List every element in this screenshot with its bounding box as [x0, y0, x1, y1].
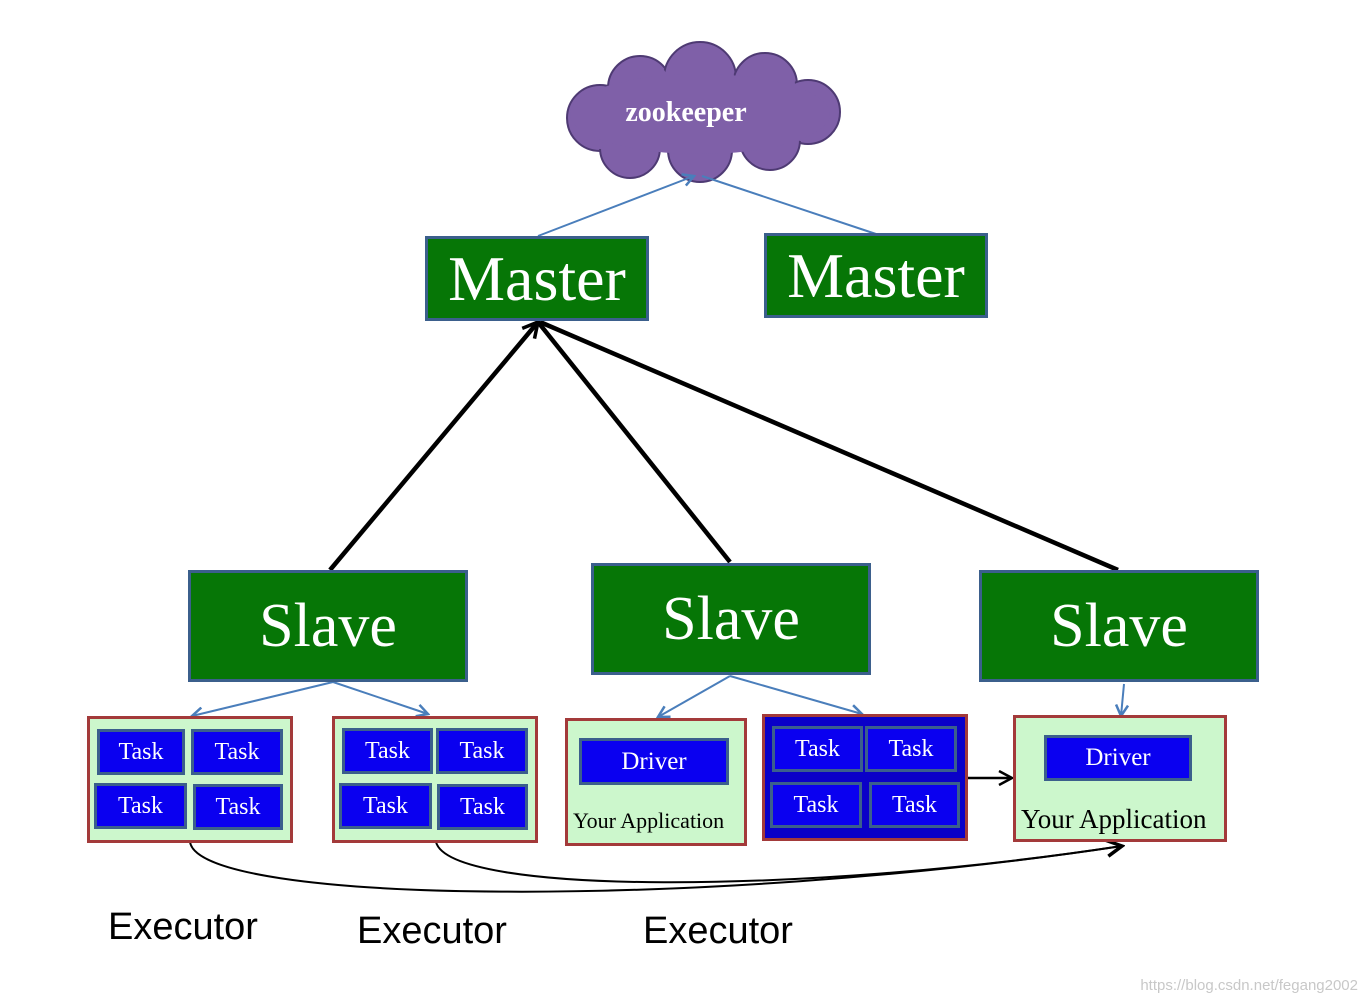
task-block: Task: [342, 728, 433, 774]
task-block: Task: [339, 783, 432, 829]
task-block: Task: [436, 728, 528, 774]
task-block: Task: [191, 729, 283, 775]
executor-caption-3: Executor: [643, 910, 793, 952]
task-block: Task: [97, 729, 185, 775]
slave-label: Slave: [259, 591, 397, 660]
task-block: Task: [193, 784, 283, 830]
executor-caption-1: Executor: [108, 906, 258, 948]
connector-slave3-master: [539, 319, 1119, 573]
master-label: Master: [787, 239, 965, 311]
connector-master1-zookeeper: [537, 176, 694, 237]
executor-1: Task Task Task Task: [87, 716, 293, 843]
connector-slave3-app2: [1121, 683, 1124, 716]
application-2: Driver Your Application: [1013, 715, 1227, 842]
task-block: Task: [770, 782, 862, 828]
master-label: Master: [448, 242, 626, 314]
watermark: https://blog.csdn.net/fegang2002: [1140, 977, 1358, 994]
master-node-1: Master: [425, 236, 649, 321]
connector-slave2-executor3: [729, 675, 862, 714]
task-block: Task: [869, 782, 960, 828]
connector-executor2-app2: [435, 842, 1122, 884]
connector-slave2-app1: [658, 675, 731, 717]
connector-slave1-master: [328, 322, 538, 572]
connector-slave2-master: [536, 320, 732, 564]
executor-caption-2: Executor: [357, 910, 507, 952]
application-label: Your Application: [1021, 804, 1207, 834]
executor-2: Task Task Task Task: [332, 716, 538, 843]
master-node-2: Master: [764, 233, 988, 318]
connector-slave1-executor1: [192, 681, 334, 716]
executor-3: Task Task Task Task: [762, 714, 968, 841]
zookeeper-label: zookeeper: [625, 97, 746, 128]
slave-node-1: Slave: [188, 570, 468, 682]
slave-node-3: Slave: [979, 570, 1259, 682]
zookeeper-cloud: zookeeper: [566, 41, 841, 183]
connector-master2-zookeeper: [701, 175, 877, 235]
slave-label: Slave: [662, 584, 800, 653]
task-block: Task: [94, 783, 187, 829]
connector-slave1-executor2: [332, 681, 428, 714]
task-block: Task: [772, 726, 863, 772]
task-block: Task: [865, 726, 957, 772]
application-label: Your Application: [573, 808, 725, 833]
application-1: Driver Your Application: [565, 718, 747, 846]
slave-node-2: Slave: [591, 563, 871, 675]
connector-executor1-app2: [189, 841, 1123, 893]
slave-label: Slave: [1050, 591, 1188, 660]
driver-block: Driver: [1044, 735, 1192, 781]
task-block: Task: [437, 784, 528, 830]
driver-block: Driver: [579, 738, 729, 785]
